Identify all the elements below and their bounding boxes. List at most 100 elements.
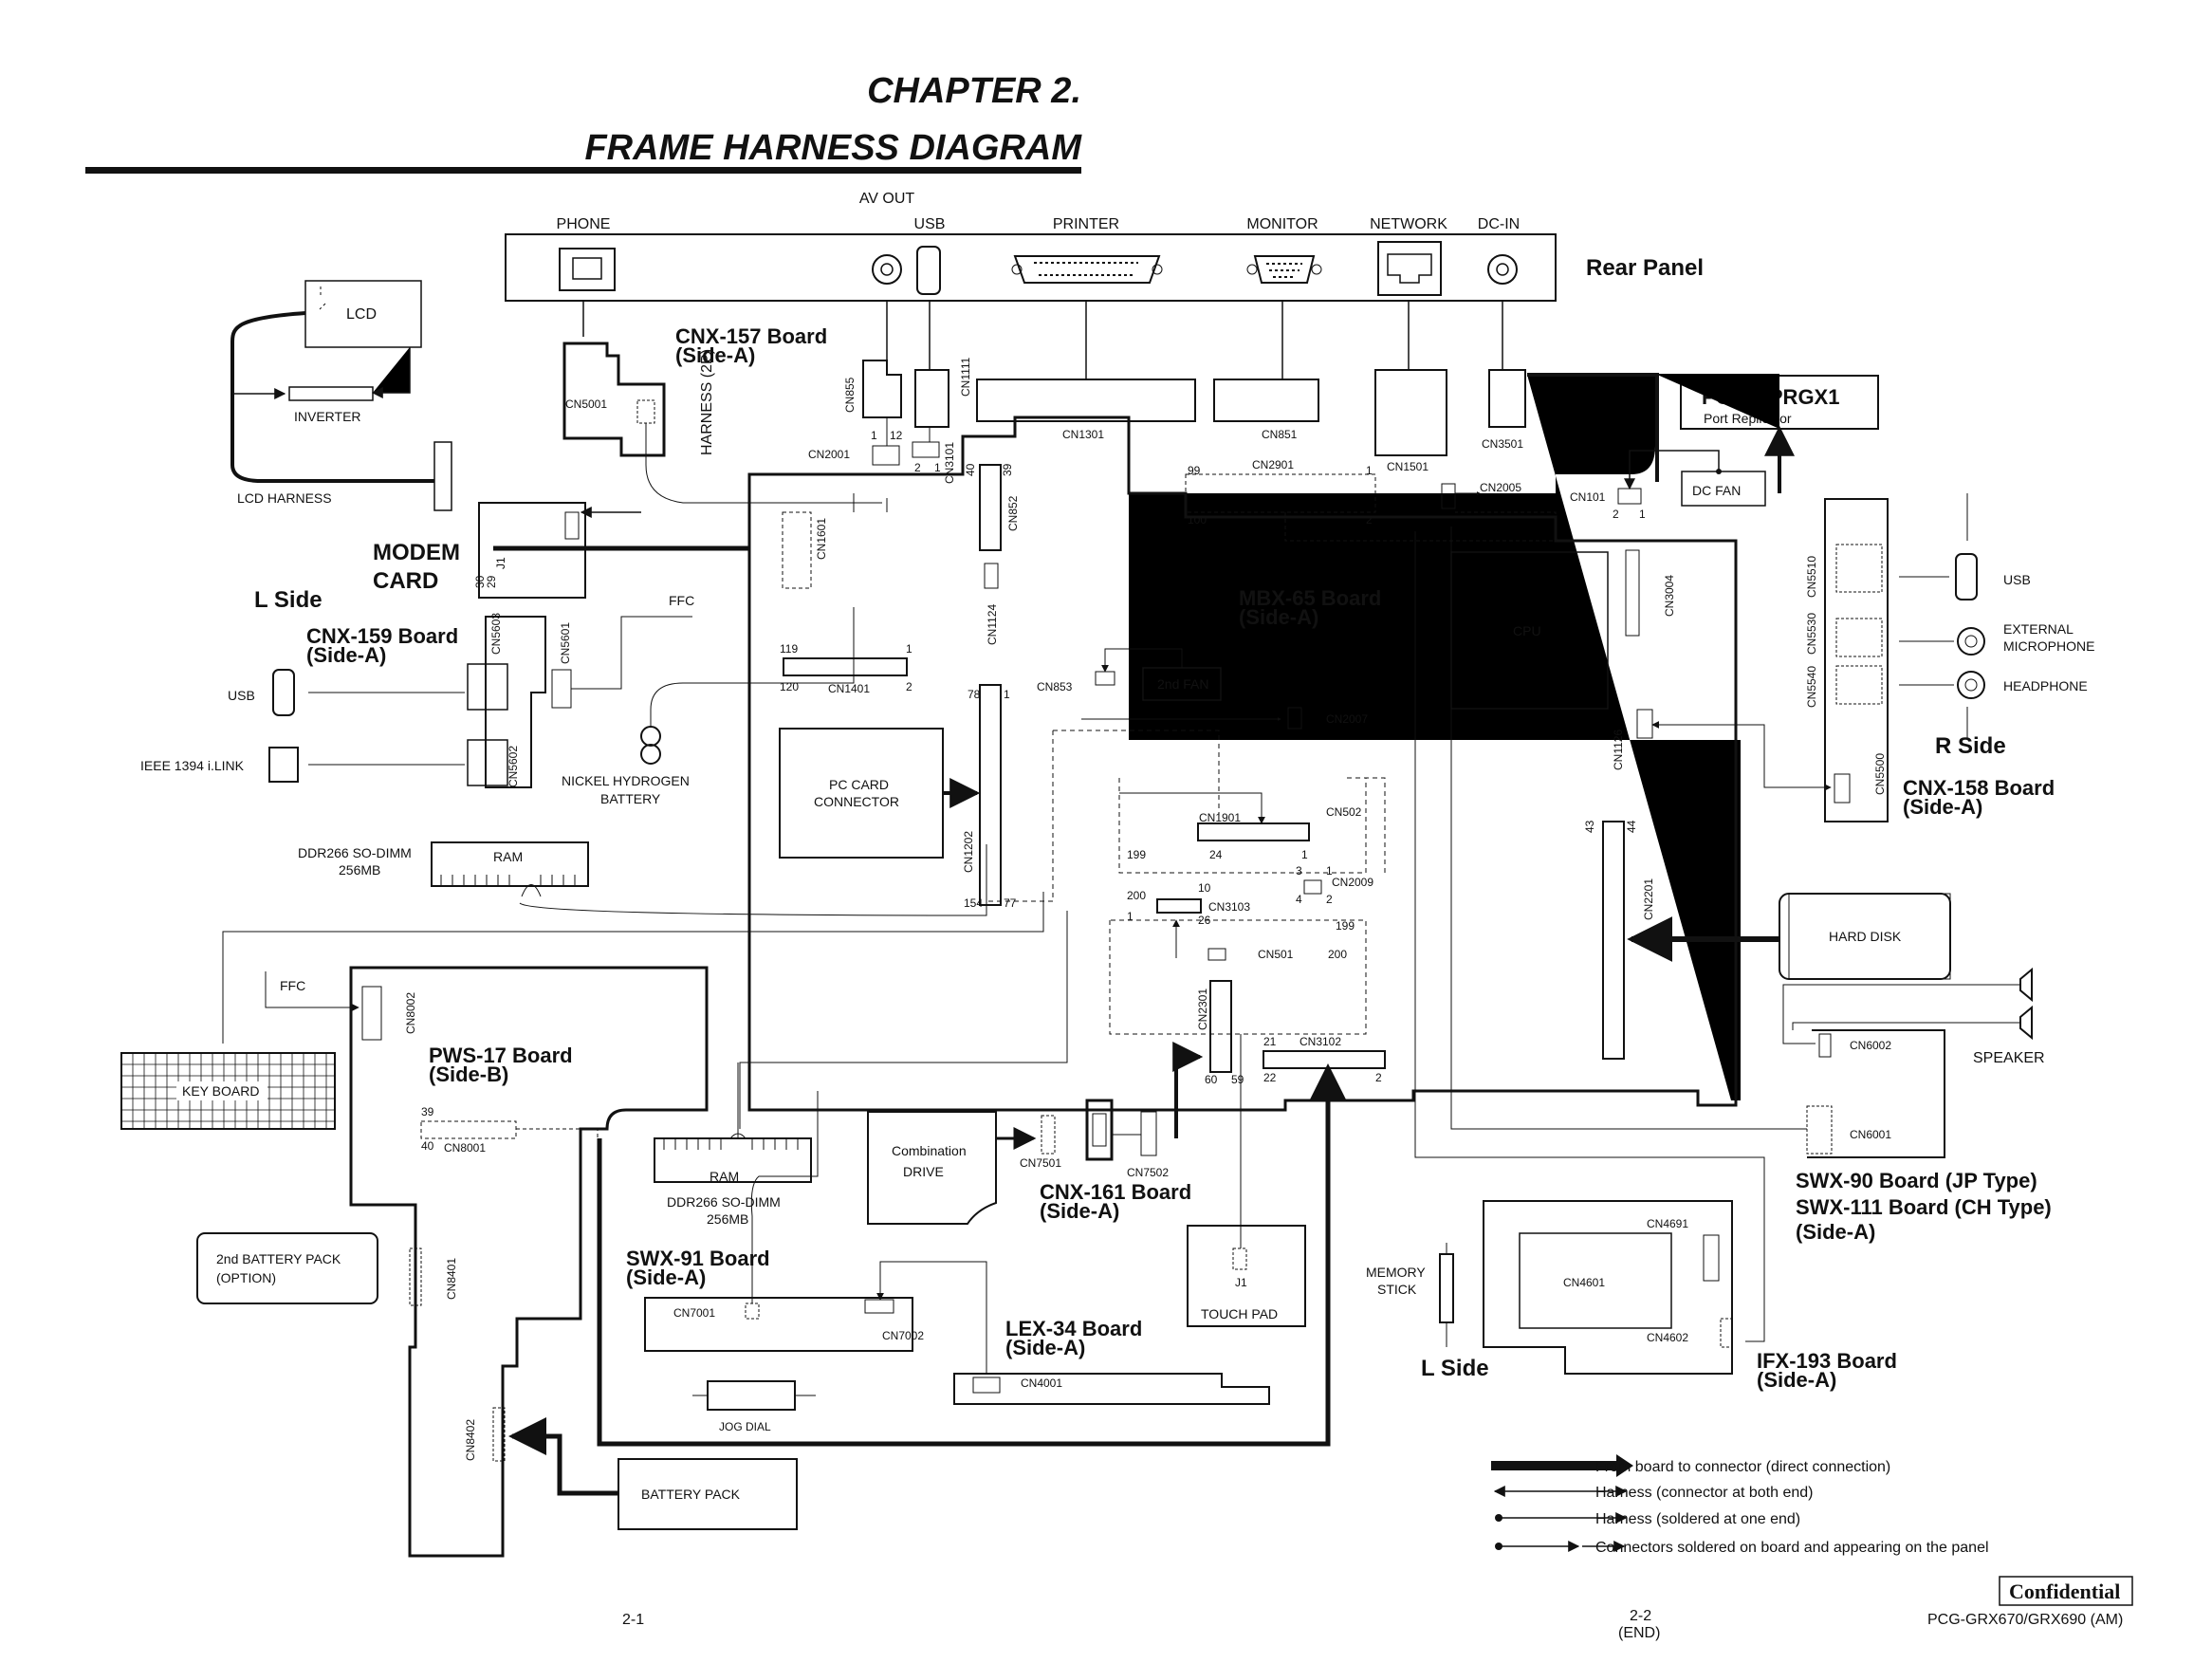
end-label: (END) — [1618, 1625, 1660, 1641]
swx91-board: SWX-91 Board (Side-A) CN7001 CN7002 JOG … — [626, 1091, 987, 1433]
phone-label: PHONE — [557, 216, 611, 232]
cnx158-board: CN5510 CN5530 CN5540 CN5500 R Side CNX-1… — [1651, 493, 2094, 822]
ddr-top-line1: DDR266 SO-DIMM — [298, 845, 412, 860]
cn1301-label: CN1301 — [1062, 428, 1104, 441]
network-port-icon — [1377, 241, 1442, 296]
pin-label: 199 — [1336, 919, 1355, 933]
memory-line1: MEMORY — [1366, 1265, 1426, 1280]
pcga-prgx1: PCGA-PRGX1 Port Replicator — [1129, 373, 1879, 1100]
l-side-top: L Side — [254, 587, 323, 613]
pc-card-line1: PC CARD — [829, 777, 889, 792]
pin-label: 200 — [1328, 948, 1347, 961]
cn101-label: CN101 — [1570, 490, 1606, 504]
j1-touch-label: J1 — [1235, 1276, 1247, 1289]
lcd-harness-label: LCD HARNESS — [237, 490, 332, 506]
cnx157-board: CNX-157 Board (Side-A) CN5001 HARNESS (2… — [562, 324, 882, 504]
pin-label: 199 — [1127, 848, 1146, 861]
cn5602-label: CN5602 — [507, 746, 520, 787]
battery-pack: BATTERY PACK — [508, 1417, 798, 1530]
av-usb-connectors: CN855 CN1111 CN2001 1 12 CN3101 2 1 — [808, 357, 972, 484]
printer-port-icon — [1013, 255, 1161, 284]
cn3004-label: CN3004 — [1663, 575, 1676, 617]
cn1202-label: CN1202 — [962, 831, 975, 873]
cn3102-label: CN3102 — [1300, 1035, 1341, 1048]
combination-drive: Combination DRIVE CN7501 CN7502 CNX-161 … — [867, 1042, 1204, 1225]
cn1124-label: CN1124 — [986, 604, 999, 645]
network-label: NETWORK — [1370, 216, 1447, 232]
ffc-top-label: FFC — [669, 593, 694, 608]
cnx157-name: CNX-157 Board — [675, 324, 827, 348]
j1-modem-label: J1 — [494, 557, 507, 569]
cnx157-side: (Side-A) — [675, 343, 755, 367]
ieee1394-icon — [268, 747, 299, 783]
pin-label: 1 — [1301, 848, 1308, 861]
pin-label: 1 — [871, 429, 877, 442]
usb-left-icon — [272, 669, 295, 716]
ifx193-name: IFX-193 Board — [1757, 1349, 1897, 1373]
swx90-line1: SWX-90 Board (JP Type) — [1796, 1169, 2037, 1192]
ram-top: DDR266 SO-DIMM 256MB RAM — [298, 841, 987, 916]
cn501-label: CN501 — [1258, 948, 1294, 961]
cn8401-label: CN8401 — [445, 1258, 458, 1300]
pin-label: 1 — [906, 642, 912, 656]
cn6002-label: CN6002 — [1850, 1039, 1891, 1052]
model-label: PCG-GRX670/GRX690 (AM) — [1927, 1612, 2123, 1628]
headphone-label: HEADPHONE — [2003, 678, 2088, 693]
cn3501-label: CN3501 — [1482, 437, 1523, 451]
pin-label: 12 — [890, 429, 903, 442]
modem-line1: MODEM — [373, 540, 460, 565]
swx90-side: (Side-A) — [1796, 1220, 1875, 1244]
second-fan: CN853 2nd FAN — [1037, 648, 1222, 701]
touch-pad: J1 TOUCH PAD — [1187, 1034, 1306, 1327]
page-title: FRAME HARNESS DIAGRAM — [584, 128, 1082, 168]
pin-label: 119 — [780, 642, 798, 656]
cn2007: CN2007 — [1081, 707, 1368, 730]
ddr-top-line2: 256MB — [339, 862, 380, 878]
mbx65-side: (Side-A) — [1239, 605, 1318, 629]
l-side-bottom: L Side — [1421, 1356, 1489, 1381]
cnx158-side: (Side-A) — [1903, 795, 1982, 819]
cn1601-label: CN1601 — [815, 518, 828, 560]
pc-card-line2: CONNECTOR — [814, 794, 899, 809]
headphone-jack-icon — [1957, 671, 1985, 699]
cn1111-label: CN1111 — [959, 357, 972, 397]
mic-jack-icon — [1957, 627, 1985, 656]
cn1901-label: CN1901 — [1199, 811, 1241, 824]
pin-label: 43 — [1583, 820, 1596, 833]
cn4602-label: CN4602 — [1647, 1331, 1688, 1344]
hard-disk: HARD DISK — [1779, 893, 1951, 980]
lcd-label: LCD — [346, 306, 377, 323]
legend: From board to connector (direct connecti… — [1491, 1454, 1989, 1556]
ffc-left-label: FFC — [280, 978, 305, 993]
usb-right-label: USB — [2003, 572, 2031, 587]
cn6001-label: CN6001 — [1850, 1128, 1891, 1141]
pin-label: 30 — [473, 575, 487, 588]
mbx65-name: MBX-65 Board — [1239, 586, 1381, 610]
pin-label: 24 — [1209, 848, 1223, 861]
legend-item-both-end: Harness (connector at both end) — [1595, 1485, 1813, 1501]
title-underline — [85, 167, 1081, 174]
swx90-line2: SWX-111 Board (CH Type) — [1796, 1195, 2052, 1219]
legend-item-panel: Connectors soldered on board and appeari… — [1595, 1540, 1989, 1556]
cn5500-label: CN5500 — [1873, 753, 1887, 795]
chapter-label: CHAPTER 2. — [867, 71, 1081, 111]
swx90-board: CN6002 CN6001 SPEAKER SWX-90 Board (JP T… — [1414, 527, 2052, 1342]
lcd-assembly: LCD INVERTER LCD HARNESS — [230, 280, 452, 511]
pws17-side: (Side-B) — [429, 1062, 508, 1086]
ieee1394-label: IEEE 1394 i.LINK — [140, 758, 245, 773]
cn3103-label: CN3103 — [1208, 900, 1250, 914]
cn851-label: CN851 — [1262, 428, 1298, 441]
pin-label: 120 — [780, 680, 799, 693]
cnx159-side: (Side-A) — [306, 643, 386, 667]
ext-mic-line2: MICROPHONE — [2003, 638, 2094, 654]
nimh-line1: NICKEL HYDROGEN — [562, 773, 690, 788]
dc-fan: DC FAN CN101 2 1 — [1570, 450, 1766, 521]
cn4601-label: CN4601 — [1563, 1276, 1605, 1289]
av-out-port-icon — [872, 254, 902, 285]
pin-label: 200 — [1127, 889, 1146, 902]
cn1501-label: CN1501 — [1387, 460, 1429, 473]
speaker-icon — [2019, 967, 2033, 1003]
ddr-bot-line2: 256MB — [707, 1211, 748, 1227]
cn2001-label: CN2001 — [808, 448, 850, 461]
